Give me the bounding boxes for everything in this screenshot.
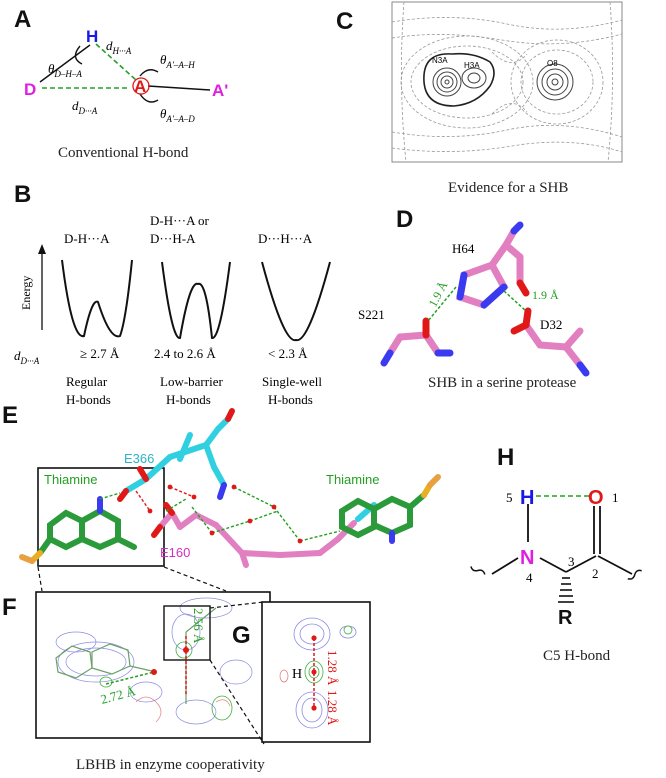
panel-letter-e: E [2, 402, 19, 429]
residue-e160-label: E160 [160, 545, 190, 560]
panel-letter-h: H [497, 444, 515, 471]
atom-a-label: A [134, 77, 146, 96]
panel-h-caption: C5 H-bond [543, 648, 611, 664]
distance-bottom-label: 1.28 Å [325, 690, 340, 726]
zoom-connector-f-g [209, 601, 265, 745]
panel-a-caption: Conventional H-bond [58, 145, 189, 161]
atom-n3a-label: N3A [432, 56, 448, 65]
atom-a-prime-label: A' [212, 81, 228, 100]
distance-left-label: 1.9 Å [426, 279, 451, 309]
theta-aad-label: θ [160, 106, 167, 121]
d-da-sub: D···A [78, 106, 98, 116]
atom-d-label: D [24, 80, 36, 99]
position-1-label: 1 [612, 490, 619, 505]
panel-h-c5-hbond: H O N R 5 1 4 3 2 [470, 487, 642, 629]
atom-h3a-label: H3A [464, 61, 480, 70]
svg-text:dD···A: dD···A [14, 348, 40, 366]
atom-a-ring [132, 77, 150, 95]
distance-256-label: 2.56 Å [191, 608, 206, 644]
well-2-distance: 2.4 to 2.6 Å [154, 346, 216, 361]
well-2-title-line2: D···H-A [150, 231, 196, 246]
position-4-label: 4 [526, 570, 533, 585]
dda-label: d [14, 348, 21, 363]
theta-dha-label: θ [48, 61, 55, 76]
angle-arc-aad [139, 93, 159, 103]
well-2-title-line1: D-H···A or [150, 213, 210, 228]
well-low-barrier [161, 261, 231, 339]
well-single [261, 261, 331, 342]
svg-text:θA'–A–D: θA'–A–D [160, 106, 195, 124]
d-da-label: d [72, 98, 79, 113]
atom-n-label: N [520, 547, 534, 569]
panel-letter-g: G [232, 622, 251, 649]
panel-letter-b: B [14, 181, 32, 208]
panel-c-contour-map: N3A H3A O8 [391, 1, 623, 163]
panel-e-cooperativity-structure: Thiamine Thiamine E366 E160 [19, 408, 441, 568]
zoom-connector-e-f [37, 566, 227, 592]
residue-e366-label: E366 [124, 451, 154, 466]
well-2-name-line1: Low-barrier [160, 374, 223, 389]
well-1-name-line1: Regular [66, 374, 108, 389]
well-1-title: D-H···A [64, 231, 110, 246]
angle-arc-dha [74, 45, 83, 65]
well-1-distance: ≥ 2.7 Å [80, 346, 120, 361]
thiamine-left-label: Thiamine [44, 472, 97, 487]
atom-r-label: R [558, 607, 573, 629]
atom-o8-label: O8 [547, 59, 558, 68]
panel-d-caption: SHB in a serine protease [428, 375, 577, 391]
panel-g-density-zoom: H 1.28 Å 1.28 Å [261, 601, 371, 743]
theta-dha-sub: D–H–A [53, 69, 82, 79]
atom-o-label: O [588, 487, 604, 509]
position-3-label: 3 [568, 554, 575, 569]
theta-aad-sub: A'–A–D [165, 114, 195, 124]
atom-h-label: H [520, 487, 534, 509]
energy-axis-label: Energy [19, 276, 33, 310]
panel-b-energy-wells: Energy D-H···A D-H···A or D···H-A D···H·… [14, 213, 331, 407]
panel-f-caption: LBHB in enzyme cooperativity [76, 757, 265, 773]
thiamine-right-label: Thiamine [326, 472, 379, 487]
position-2-label: 2 [592, 566, 599, 581]
panel-a-diagram: D H A A' dH···A θD–H–A dD···A θA'–A–H θA… [24, 27, 228, 124]
position-5-label: 5 [506, 490, 513, 505]
panel-letter-f: F [2, 594, 17, 621]
well-3-name-line1: Single-well [262, 374, 322, 389]
theta-aah-label: θ [160, 52, 167, 67]
residue-h64-label: H64 [452, 241, 475, 256]
well-1-name-line2: H-bonds [66, 392, 111, 407]
well-3-title: D···H···A [258, 231, 313, 246]
svg-text:θA'–A–H: θA'–A–H [160, 52, 195, 70]
panel-d-serine-protease: H64 S221 D32 1.9 Å 1.9 Å [358, 221, 590, 377]
svg-text:dH···A: dH···A [106, 38, 132, 56]
well-2-name-line2: H-bonds [166, 392, 211, 407]
theta-aah-sub: A'–A–H [165, 60, 195, 70]
panel-letter-d: D [396, 206, 414, 233]
angle-arc-aah [139, 69, 159, 77]
residue-s221-label: S221 [358, 307, 385, 322]
svg-text:θD–H–A: θD–H–A [48, 61, 82, 79]
svg-text:dD···A: dD···A [72, 98, 98, 116]
panel-letter-a: A [14, 6, 32, 33]
atom-h-label: H [292, 667, 302, 682]
d-ha-label: d [106, 38, 113, 53]
d-ha-sub: H···A [112, 46, 132, 56]
atom-h-label: H [86, 27, 98, 46]
panel-f-density-map: 2.72 Å 2.56 Å [35, 591, 271, 739]
residue-d32-label: D32 [540, 317, 562, 332]
well-3-name-line2: H-bonds [268, 392, 313, 407]
distance-top-label: 1.28 Å [325, 650, 340, 686]
panel-letter-c: C [336, 8, 354, 35]
distance-right-label: 1.9 Å [532, 288, 559, 302]
well-regular [61, 259, 133, 338]
panel-c-caption: Evidence for a SHB [448, 180, 569, 196]
well-3-distance: < 2.3 Å [268, 346, 308, 361]
dda-sub: D···A [20, 356, 40, 366]
